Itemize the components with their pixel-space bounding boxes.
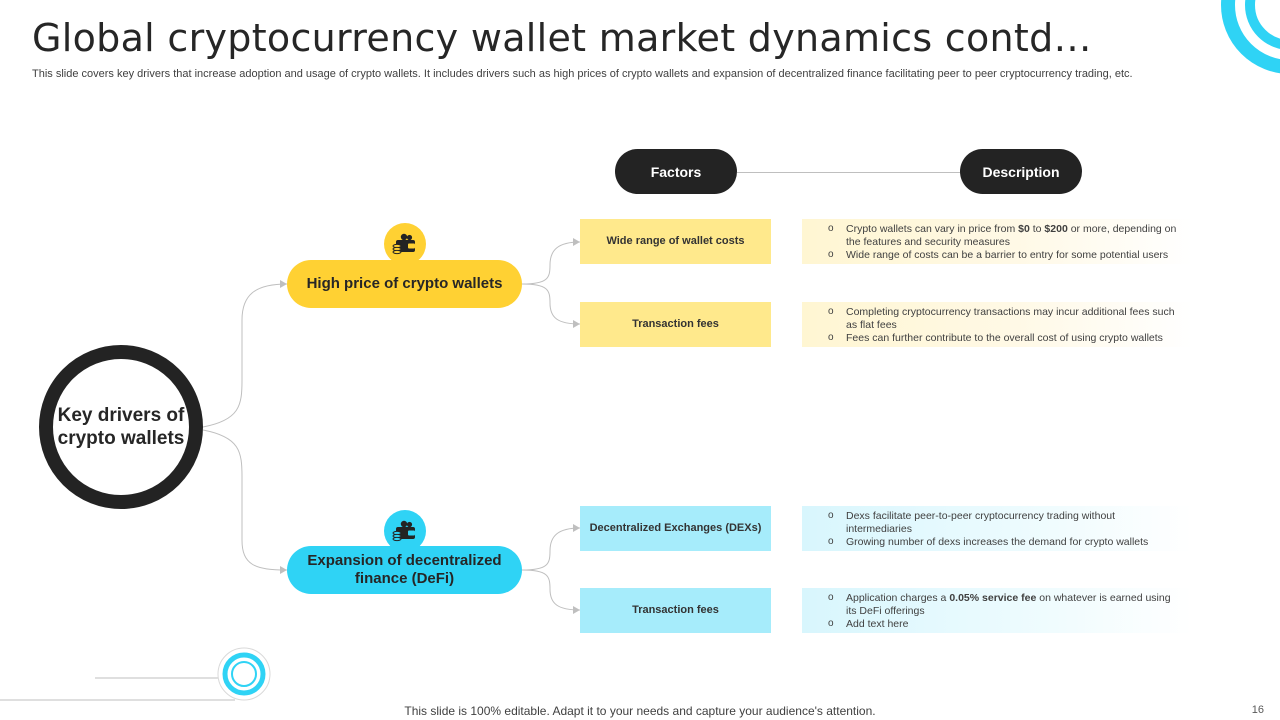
slide-subtitle: This slide covers key drivers that incre… — [32, 68, 1133, 80]
header-connector — [737, 172, 960, 173]
description-bullet: Completing cryptocurrency transactions m… — [828, 305, 1182, 332]
bottom-ring-decoration — [0, 647, 271, 701]
factor-wallet-costs: Wide range of wallet costs — [580, 219, 771, 264]
driver-1-badge — [384, 223, 426, 265]
description-wallet-costs: Crypto wallets can vary in price from $0… — [802, 219, 1192, 264]
corner-rings-decoration — [1221, 0, 1280, 74]
description-bullet: Crypto wallets can vary in price from $0… — [828, 222, 1182, 249]
wallet-coins-icon — [392, 233, 415, 255]
description-bullet: Growing number of dexs increases the dem… — [828, 535, 1182, 549]
driver-high-price-pill: High price of crypto wallets — [287, 260, 522, 308]
factor-transaction-fees-2: Transaction fees — [580, 588, 771, 633]
driver-2-badge — [384, 510, 426, 552]
description-bullet: Dexs facilitate peer-to-peer cryptocurre… — [828, 509, 1182, 536]
driver-defi-pill: Expansion of decentralized finance (DeFi… — [287, 546, 522, 594]
factors-header: Factors — [615, 149, 737, 194]
description-bullet: Fees can further contribute to the overa… — [828, 331, 1182, 345]
description-bullet: Application charges a 0.05% service fee … — [828, 591, 1182, 618]
description-bullet: Add text here — [828, 617, 1182, 631]
description-dexs: Dexs facilitate peer-to-peer cryptocurre… — [802, 506, 1192, 551]
description-header: Description — [960, 149, 1082, 194]
page-number: 16 — [1251, 704, 1264, 716]
factor-transaction-fees-1: Transaction fees — [580, 302, 771, 347]
wallet-coins-icon — [392, 520, 415, 542]
description-bullet: Wide range of costs can be a barrier to … — [828, 248, 1182, 262]
description-transaction-fees-2: Application charges a 0.05% service fee … — [802, 588, 1192, 633]
footer-note: This slide is 100% editable. Adapt it to… — [404, 704, 876, 718]
slide-title: Global cryptocurrency wallet market dyna… — [32, 16, 1092, 60]
description-transaction-fees-1: Completing cryptocurrency transactions m… — [802, 302, 1192, 347]
factor-dexs: Decentralized Exchanges (DEXs) — [580, 506, 771, 551]
